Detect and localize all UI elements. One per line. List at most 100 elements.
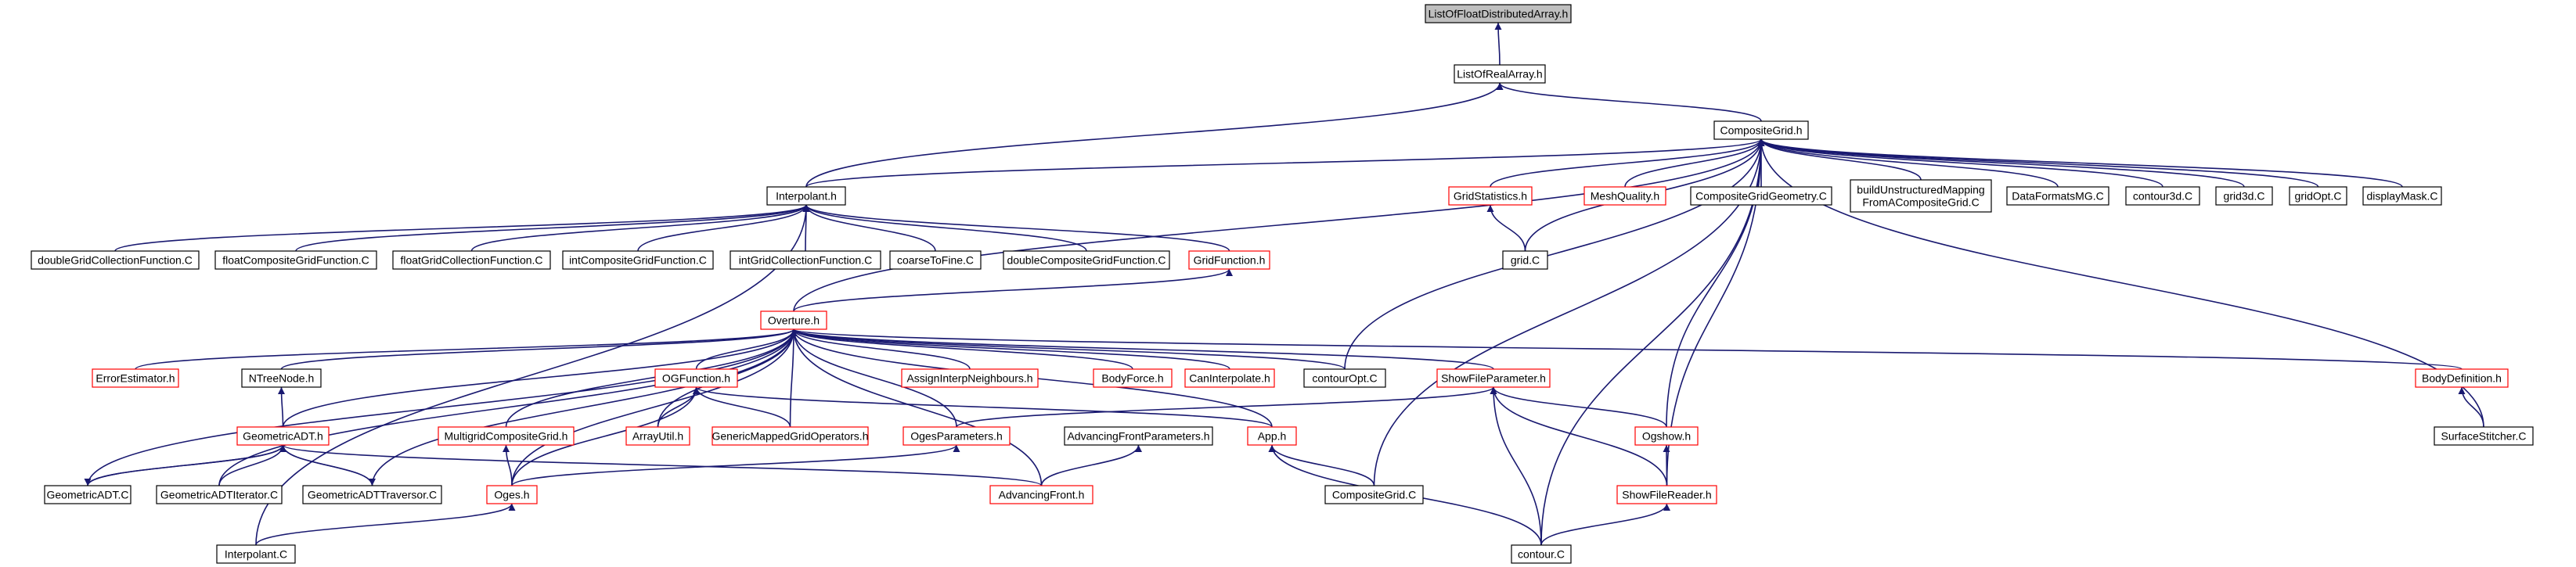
node-box xyxy=(2215,186,2273,206)
edge-af-to-ov xyxy=(790,328,1043,486)
edge-ci-to-ov xyxy=(790,328,1230,370)
node-ogf[interactable]: OGFunction.h xyxy=(654,368,738,388)
node-gmgo[interactable]: GenericMappedGridOperators.h xyxy=(712,426,869,446)
node-ogp[interactable]: OgesParameters.h xyxy=(903,426,1011,446)
node-dgcf[interactable]: doubleGridCollectionFunction.C xyxy=(31,250,200,270)
edge-ntn-to-ov xyxy=(280,328,798,370)
node-ee[interactable]: ErrorEstimator.h xyxy=(92,368,179,388)
node-ss[interactable]: SurfaceStitcher.C xyxy=(2434,426,2534,446)
node-label: CompositeGrid.h xyxy=(1720,124,1802,137)
node-gadt[interactable]: GeometricADT.h xyxy=(236,426,330,446)
node-sfp[interactable]: ShowFileParameter.h xyxy=(1436,368,1551,388)
node-afp[interactable]: AdvancingFrontParameters.h xyxy=(1064,426,1213,446)
edge-gopt-to-cg xyxy=(1757,138,2319,188)
node-box xyxy=(989,485,1093,504)
node-label: ErrorEstimator.h xyxy=(95,372,175,385)
edge-fgcf-to-interp xyxy=(470,204,810,252)
node-icgf[interactable]: intCompositeGridFunction.C xyxy=(562,250,714,270)
node-fgcf[interactable]: floatGridCollectionFunction.C xyxy=(392,250,551,270)
node-c2f[interactable]: coarseToFine.C xyxy=(889,250,982,270)
edge-ogshow-to-sfp xyxy=(1490,386,1667,428)
node-box xyxy=(1324,485,1424,504)
node-root[interactable]: ListOfFloatDistributedArray.h xyxy=(1425,4,1572,23)
node-lora[interactable]: ListOfRealArray.h xyxy=(1454,64,1546,84)
edge-sfp-to-ov xyxy=(790,328,1494,370)
node-gadtc[interactable]: GeometricADT.C xyxy=(44,485,132,504)
node-box xyxy=(1454,64,1546,84)
edge-gadt-to-gadtc xyxy=(84,444,284,486)
node-label: displayMask.C xyxy=(2366,190,2437,203)
node-c3d[interactable]: contour3d.C xyxy=(2125,186,2200,206)
node-box xyxy=(1511,544,1572,564)
node-label: grid3d.C xyxy=(2224,190,2265,203)
node-dm[interactable]: displayMask.C xyxy=(2362,186,2442,206)
node-label: gridOpt.C xyxy=(2295,190,2342,203)
node-oges[interactable]: Oges.h xyxy=(486,485,538,504)
node-mq[interactable]: MeshQuality.h xyxy=(1583,186,1666,206)
node-box xyxy=(562,250,714,270)
node-box xyxy=(1003,250,1170,270)
node-g3d[interactable]: grid3d.C xyxy=(2215,186,2273,206)
edge-oges-to-ov xyxy=(511,328,798,486)
node-gopt[interactable]: gridOpt.C xyxy=(2289,186,2347,206)
node-box xyxy=(1247,426,1297,446)
node-interpc[interactable]: Interpolant.C xyxy=(216,544,296,564)
node-gs[interactable]: GridStatistics.h xyxy=(1448,186,1533,206)
node-box xyxy=(392,250,551,270)
node-label: ArrayUtil.h xyxy=(632,430,683,443)
node-label: GeometricADTIterator.C xyxy=(160,489,278,501)
node-af[interactable]: AdvancingFront.h xyxy=(989,485,1093,504)
node-ci[interactable]: CanInterpolate.h xyxy=(1184,368,1275,388)
edge-interpc-to-interp xyxy=(255,204,810,546)
node-gf[interactable]: GridFunction.h xyxy=(1188,250,1270,270)
node-sfr[interactable]: ShowFileReader.h xyxy=(1616,485,1717,504)
node-box xyxy=(241,368,322,388)
edge-interp-to-lora xyxy=(805,82,1504,188)
node-contc[interactable]: contour.C xyxy=(1511,544,1572,564)
node-label: ShowFileParameter.h xyxy=(1441,372,1546,385)
node-label: CompositeGrid.C xyxy=(1332,489,1416,501)
node-cgc[interactable]: CompositeGrid.C xyxy=(1324,485,1424,504)
node-dfmg[interactable]: DataFormatsMG.C xyxy=(2006,186,2109,206)
node-ntn[interactable]: NTreeNode.h xyxy=(241,368,322,388)
node-box xyxy=(1713,120,1809,140)
node-label: ListOfRealArray.h xyxy=(1457,68,1542,81)
node-label: DataFormatsMG.C xyxy=(2012,190,2103,203)
node-box xyxy=(1850,179,1992,213)
node-gridc[interactable]: grid.C xyxy=(1502,250,1548,270)
node-mcg[interactable]: MultigridCompositeGrid.h xyxy=(438,426,575,446)
node-copt[interactable]: contourOpt.C xyxy=(1303,368,1386,388)
node-box xyxy=(2434,426,2534,446)
edge-dfmg-to-cg xyxy=(1757,138,2059,188)
edge-contc-to-sfr xyxy=(1540,503,1670,546)
node-label: GeometricADT.C xyxy=(46,489,128,501)
node-box xyxy=(1425,4,1572,23)
node-bf[interactable]: BodyForce.h xyxy=(1093,368,1173,388)
node-cg[interactable]: CompositeGrid.h xyxy=(1713,120,1809,140)
edge-af-to-gadt xyxy=(279,444,1043,486)
node-box xyxy=(2415,368,2509,388)
node-gadtt[interactable]: GeometricADTTraversor.C xyxy=(302,485,442,504)
node-gadti[interactable]: GeometricADTIterator.C xyxy=(156,485,283,504)
node-ov[interactable]: Overture.h xyxy=(760,310,827,330)
edge-gmgo-to-ov xyxy=(789,328,798,428)
node-label: ListOfFloatDistributedArray.h xyxy=(1429,8,1569,20)
node-dcgf[interactable]: doubleCompositeGridFunction.C xyxy=(1003,250,1170,270)
node-cgg[interactable]: CompositeGridGeometry.C xyxy=(1690,186,1832,206)
node-label: GeometricADT.h xyxy=(243,430,323,443)
edge-gadt-to-gadtt xyxy=(282,444,376,486)
node-igcf[interactable]: intGridCollectionFunction.C xyxy=(730,250,881,270)
node-fcgf[interactable]: floatCompositeGridFunction.C xyxy=(214,250,377,270)
node-box xyxy=(730,250,881,270)
node-app[interactable]: App.h xyxy=(1247,426,1297,446)
node-ain[interactable]: AssignInterpNeighbours.h xyxy=(901,368,1039,388)
node-label: NTreeNode.h xyxy=(249,372,315,385)
node-label: floatCompositeGridFunction.C xyxy=(222,254,369,267)
node-interp[interactable]: Interpolant.h xyxy=(766,186,846,206)
node-au[interactable]: ArrayUtil.h xyxy=(625,426,690,446)
node-ogshow[interactable]: Ogshow.h xyxy=(1634,426,1699,446)
node-bd[interactable]: BodyDefinition.h xyxy=(2415,368,2509,388)
node-label: intCompositeGridFunction.C xyxy=(569,254,707,267)
node-label: CanInterpolate.h xyxy=(1189,372,1270,385)
